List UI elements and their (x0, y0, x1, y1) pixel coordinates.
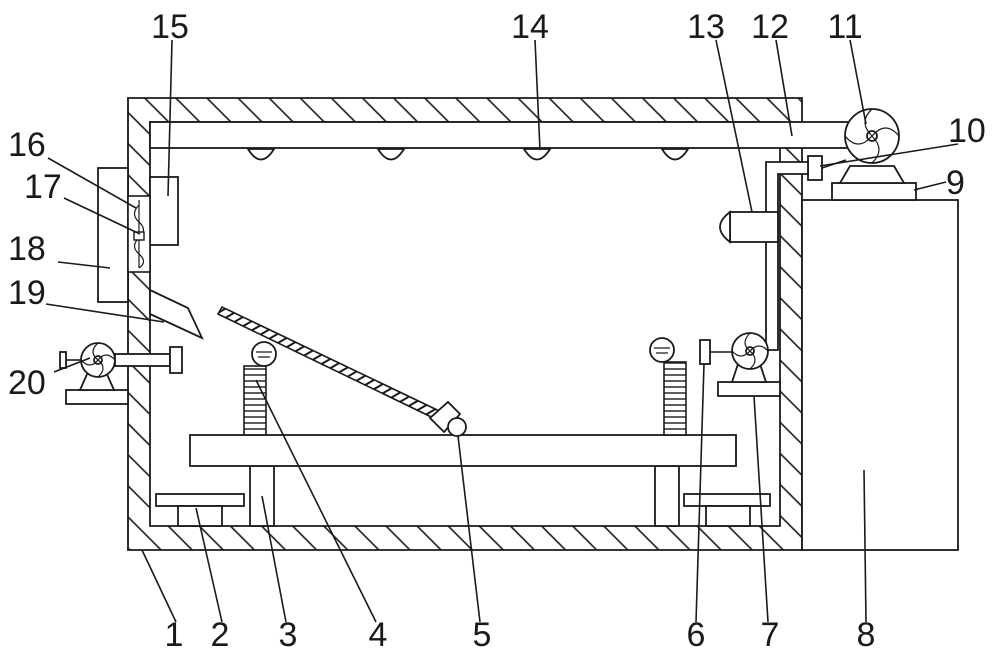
label-2: 2 (211, 616, 230, 653)
label-13: 13 (687, 8, 725, 46)
label-16: 16 (8, 126, 46, 164)
valve (699, 339, 711, 365)
label-5: 5 (473, 616, 492, 653)
label-7: 7 (761, 616, 780, 653)
label-8: 8 (857, 616, 876, 653)
top-fan (844, 108, 900, 164)
label-11: 11 (827, 8, 862, 46)
label-20: 20 (8, 364, 46, 402)
right-pad (683, 493, 771, 527)
label-10: 10 (948, 112, 986, 150)
label-17: 17 (24, 168, 62, 206)
right-fan (717, 332, 781, 397)
left-pad (155, 493, 245, 527)
label-14: 14 (511, 8, 549, 46)
label-4: 4 (369, 616, 388, 653)
side-tank (801, 199, 959, 551)
spray-nozzles (246, 148, 690, 161)
label-15: 15 (151, 8, 189, 46)
air-pipe (149, 121, 856, 149)
fan-base (831, 165, 917, 201)
label-3: 3 (279, 616, 298, 653)
chute (149, 288, 204, 340)
pivot-joint (428, 400, 467, 437)
right-spring (649, 337, 687, 436)
right-leg (654, 465, 680, 527)
label-19: 19 (8, 274, 46, 312)
leader-lines (45, 39, 959, 623)
label-18: 18 (8, 230, 46, 268)
label-1: 1 (165, 616, 184, 653)
left-box (149, 176, 179, 246)
left-fan (59, 342, 183, 405)
label-12: 12 (751, 8, 789, 46)
platform (189, 434, 737, 467)
labels: 15 14 13 12 11 10 9 16 17 18 19 20 1 2 3… (8, 8, 986, 653)
left-spring (243, 341, 277, 436)
motor-connector (807, 155, 847, 181)
right-nozzle (719, 210, 779, 244)
label-6: 6 (687, 616, 706, 653)
label-9: 9 (946, 164, 965, 202)
